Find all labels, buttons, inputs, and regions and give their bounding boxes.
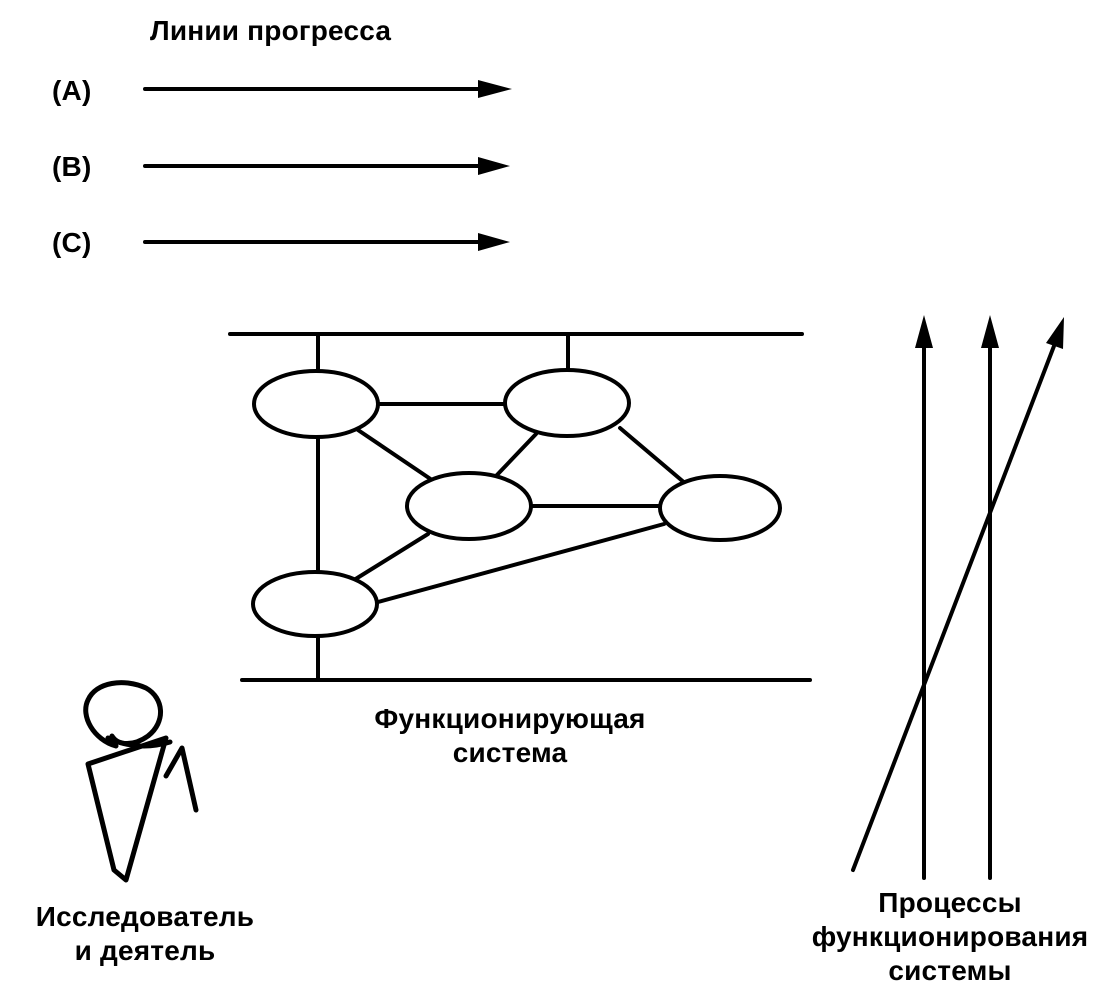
- progress-arrowhead-b: [478, 157, 510, 175]
- functioning-system-network: [228, 332, 812, 682]
- figure-head: [83, 680, 163, 749]
- progress-line-a-label: (A): [52, 75, 92, 106]
- connector-line: [618, 426, 688, 486]
- processes-caption-line3: системы: [888, 955, 1012, 986]
- system-node: [405, 471, 533, 541]
- system-node: [658, 474, 782, 542]
- processes-caption-line2: функционирования: [811, 921, 1089, 952]
- connector-line: [356, 428, 434, 482]
- actor-caption-line1: Исследователь: [35, 901, 255, 932]
- progress-line-c-label: (C): [52, 227, 92, 258]
- process-arrow-3: [851, 344, 1056, 872]
- connector-line: [494, 432, 538, 478]
- system-caption: Функционирующая система: [340, 702, 680, 770]
- system-node: [252, 369, 380, 439]
- progress-lines-title: Линии прогресса: [150, 15, 392, 46]
- progress-arrowhead-c: [478, 233, 510, 251]
- system-caption-line1: Функционирующая: [374, 703, 646, 734]
- process-arrowhead-1: [915, 315, 933, 348]
- process-arrowhead-2: [981, 315, 999, 348]
- actor-caption: Исследователь и деятель: [0, 900, 290, 968]
- system-node: [251, 570, 379, 638]
- system-caption-line2: система: [452, 737, 568, 768]
- progress-line-b-label: (B): [52, 151, 92, 182]
- processes-caption-line1: Процессы: [878, 887, 1022, 918]
- figure-arm: [163, 745, 199, 813]
- connector-line: [352, 532, 430, 582]
- processes-caption: Процессы функционирования системы: [790, 886, 1110, 988]
- system-processes-arrows: [851, 315, 1064, 880]
- system-node: [503, 368, 631, 438]
- researcher-figure-icon: [83, 680, 199, 883]
- progress-arrows: [143, 80, 512, 251]
- process-arrowhead-3: [1046, 317, 1064, 349]
- actor-caption-line2: и деятель: [74, 935, 216, 966]
- figure-body: [85, 735, 169, 883]
- connector-line: [376, 522, 666, 604]
- progress-arrowhead-a: [478, 80, 512, 98]
